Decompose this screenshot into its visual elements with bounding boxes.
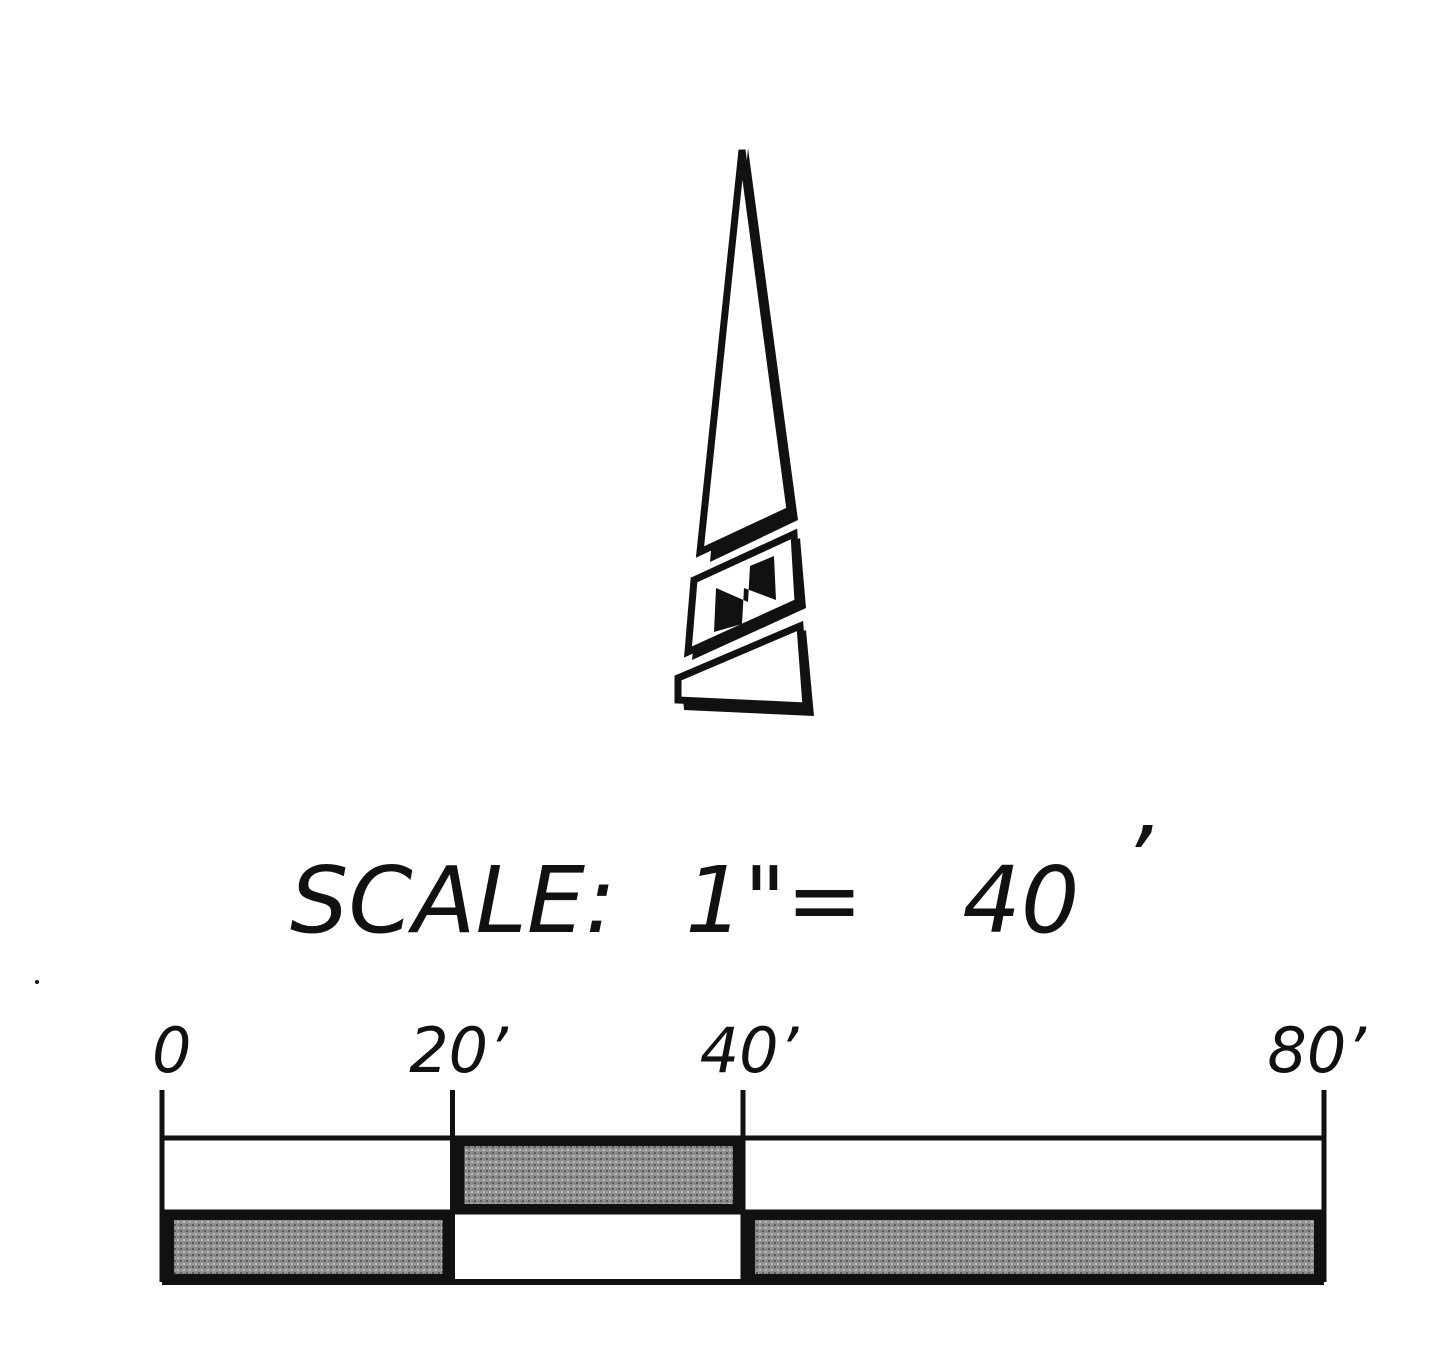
scale-bar-top-segment-1 (464, 1146, 733, 1204)
scale-bar-label-1: 20’ (409, 1014, 509, 1087)
scale-bar-top-segment-0 (162, 1138, 453, 1212)
scale-bar: 0 20’ 40’ 80’ (152, 1014, 1367, 1285)
scale-bar-top-segment-2 (743, 1138, 1324, 1212)
scale-title-prefix: SCALE: (290, 847, 616, 954)
scale-bar-bottom-segment-0 (174, 1220, 443, 1274)
scale-bar-label-2: 40’ (700, 1014, 800, 1087)
scale-inch-value: 1"= (685, 847, 863, 954)
north-arrow-icon: N (674, 148, 814, 716)
scale-bar-bottom-segment-1 (452, 1212, 743, 1282)
north-arrow-base (674, 620, 810, 710)
stray-mark (35, 980, 39, 984)
scale-feet-mark: ’ (1123, 807, 1153, 914)
north-arrow-spire (695, 149, 794, 558)
scale-title: SCALE: 1"= 40 ’ (290, 807, 1153, 954)
scale-bar-bottom-segment-2 (755, 1220, 1314, 1274)
north-arrow-n-letter (714, 556, 776, 632)
scale-bar-label-3: 80’ (1267, 1014, 1367, 1087)
scale-feet-value: 40 (962, 847, 1079, 954)
scale-bar-label-0: 0 (152, 1014, 191, 1087)
